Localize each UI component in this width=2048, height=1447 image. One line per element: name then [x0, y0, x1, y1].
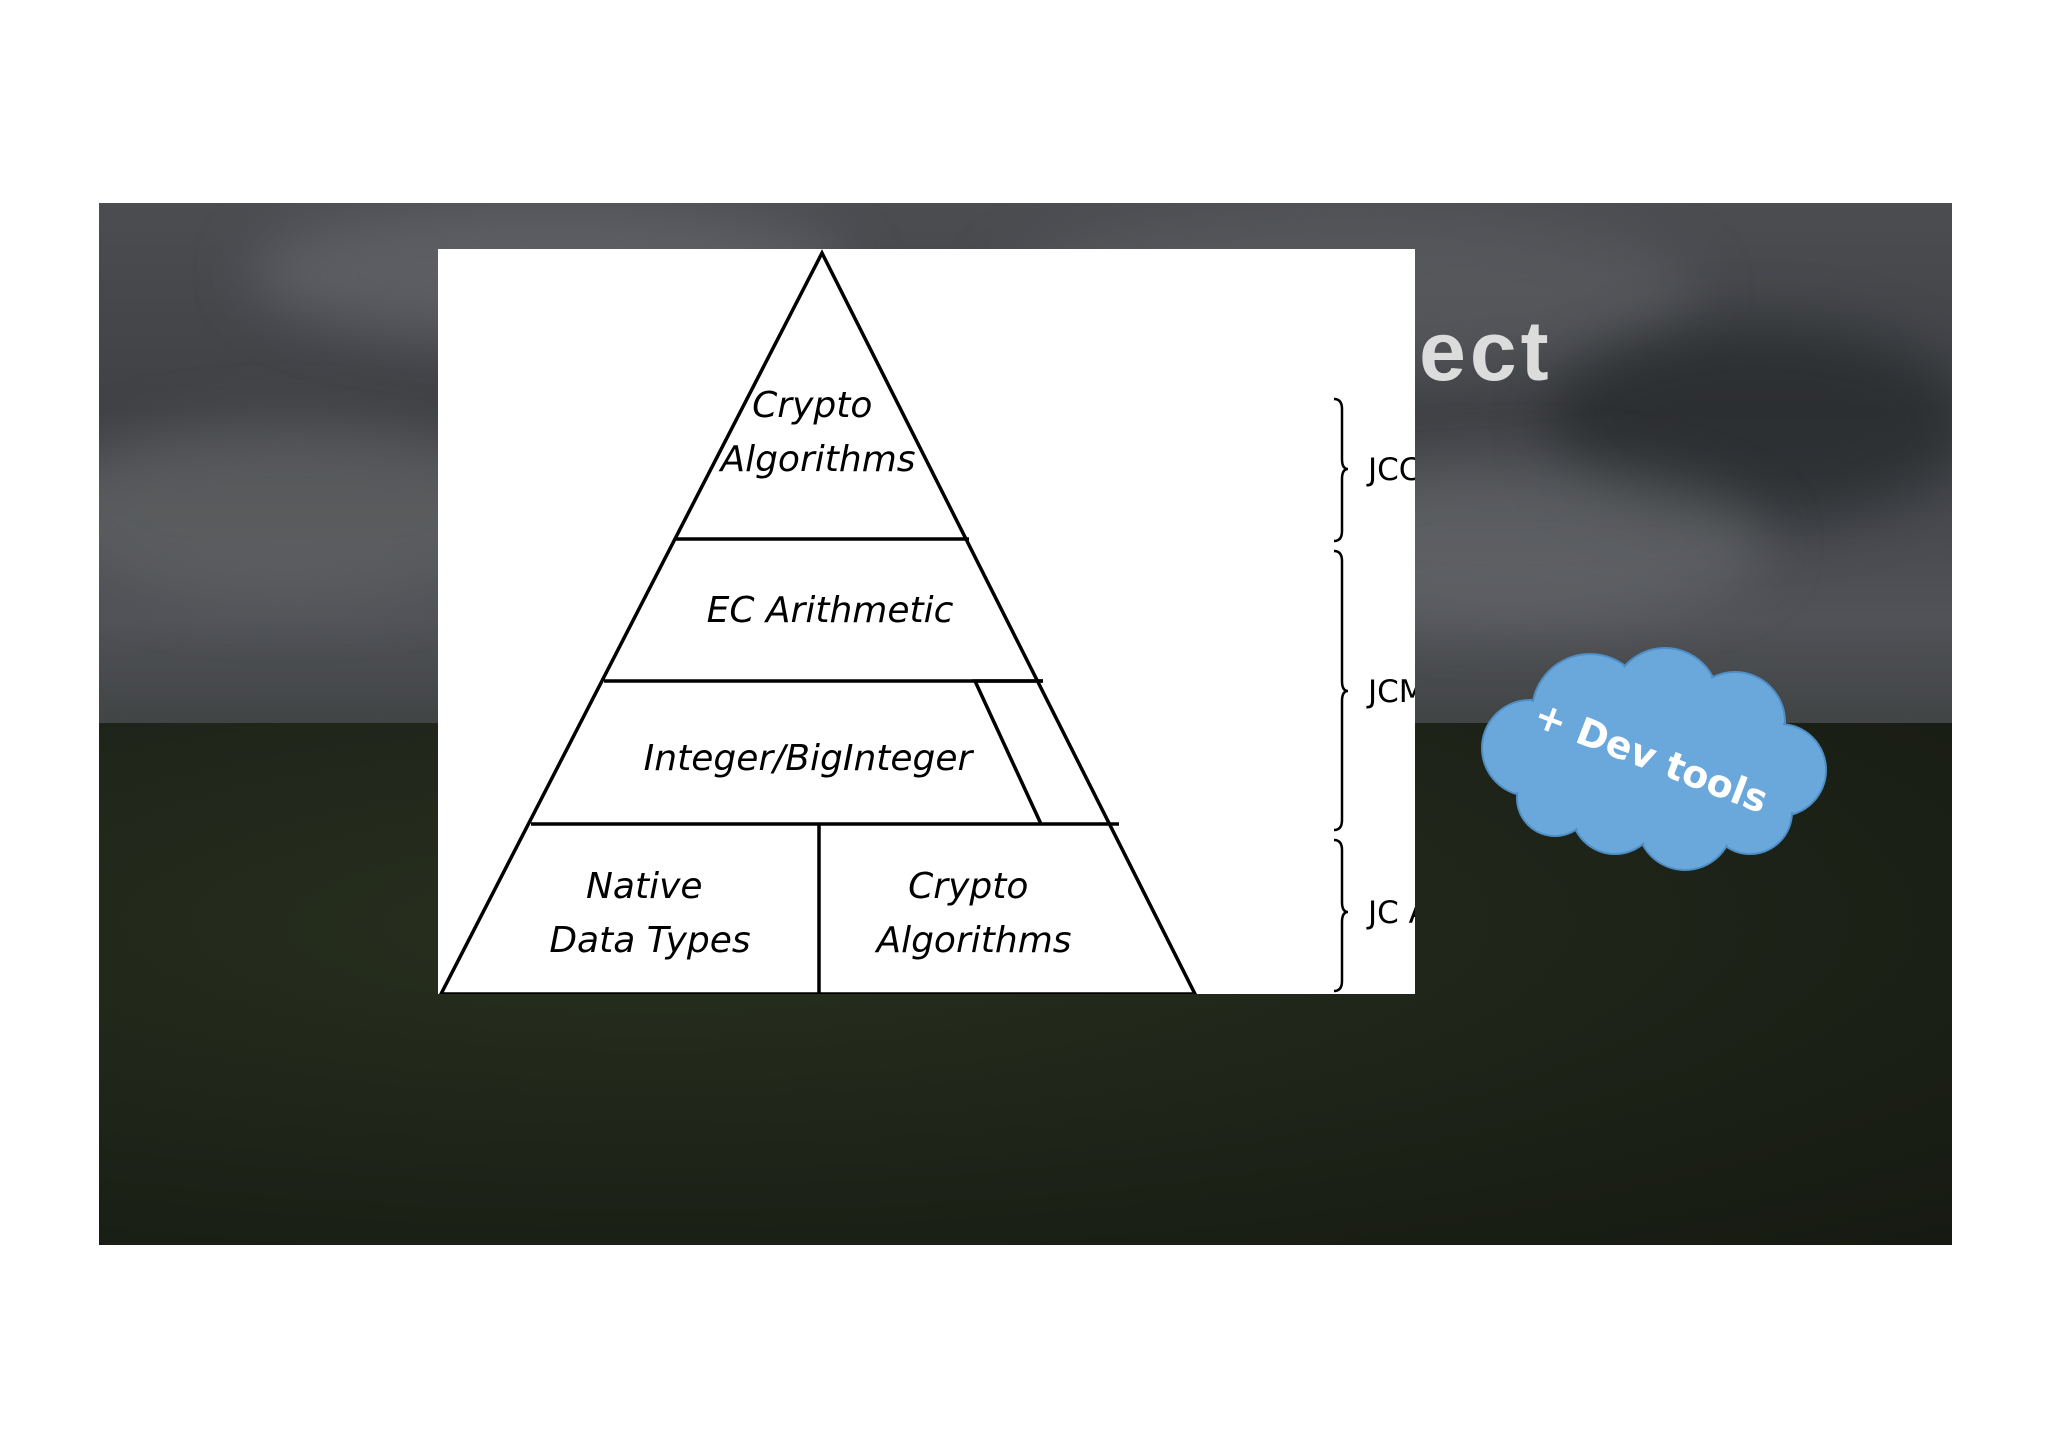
layer-label-line: Algorithms	[718, 439, 915, 480]
layer-label-line: EC Arithmetic	[707, 590, 954, 631]
curly-brace-jcmath	[1333, 549, 1349, 832]
layer-label-crypto-algorithms-bottom: Crypto Algorithms	[874, 866, 1071, 961]
layer-label-line: Crypto	[908, 866, 1028, 907]
dev-tools-cloud-callout: + Dev tools	[1481, 647, 1827, 871]
layer-label-line: Crypto	[752, 385, 872, 426]
sky-cloud-shape	[1549, 323, 1952, 523]
layer-label-ec-arithmetic: EC Arithmetic	[707, 590, 954, 631]
layer-label-line: Native	[586, 866, 703, 907]
integer-layer-right-edge	[972, 679, 1043, 825]
cloud-shape	[1481, 647, 1827, 871]
bracket-label-jcmath: JCMath	[1366, 674, 1415, 710]
curly-brace-jccrypto	[1333, 397, 1349, 543]
layer-label-line: Algorithms	[874, 920, 1071, 961]
bracket-label-jccrypto: JCCrypto	[1366, 452, 1415, 488]
layer-label-crypto-algorithms-top: Crypto Algorithms	[718, 385, 915, 480]
layer-label-integer: Integer/BigInteger	[644, 738, 975, 779]
pyramid-outline	[439, 249, 1197, 994]
layer-label-native-data-types: Native Data Types	[549, 866, 750, 961]
layer-label-line: Data Types	[549, 920, 750, 961]
bracket-label-jcapi: JC API	[1366, 895, 1415, 931]
curly-brace-jcapi	[1333, 838, 1349, 993]
pyramid-diagram: Crypto Algorithms EC Arithmetic Integer/…	[438, 249, 1415, 994]
layer-label-line: Integer/BigInteger	[644, 738, 975, 779]
pyramid-diagram-canvas: Crypto Algorithms EC Arithmetic Integer/…	[439, 249, 1415, 994]
cloud-fill-overlay	[1484, 650, 1824, 868]
